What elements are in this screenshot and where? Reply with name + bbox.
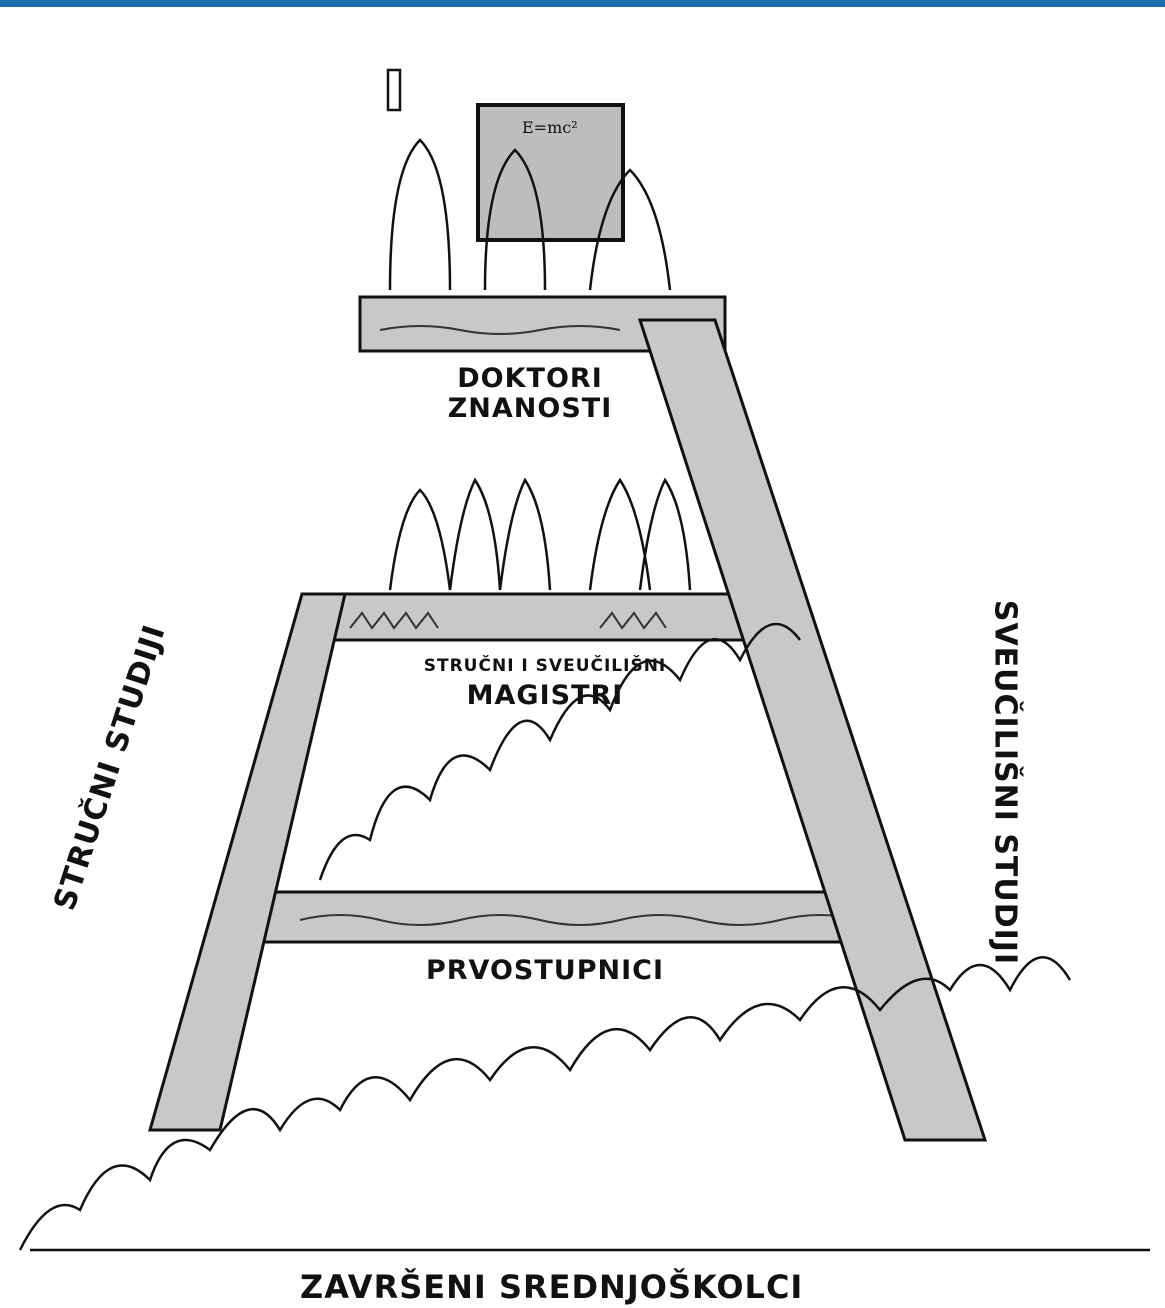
middle-crowd — [318, 622, 801, 881]
label-sveucilisni-studiji: SVEUČILIŠNI STUDIJI — [987, 599, 1023, 966]
magistri-crowd — [388, 477, 692, 591]
chalkboard — [476, 103, 625, 242]
label-magistri: MAGISTRI — [466, 680, 624, 711]
right-ladder-beam — [637, 318, 988, 1142]
top-blue-bar — [0, 0, 1165, 7]
label-zavrseni-srednjoskolci: ZAVRŠENI SREDNJOŠKOLCI — [300, 1268, 804, 1306]
formula-text: E=mc² — [522, 118, 578, 137]
middle-platform — [296, 592, 762, 642]
label-doktori-znanosti: DOKTORI ZNANOSTI — [447, 363, 613, 424]
doctors-figures — [386, 68, 672, 291]
label-strucni-i-sveucilisni: STRUČNI I SVEUČILIŠNI — [423, 656, 667, 676]
left-ladder-beam — [148, 592, 347, 1132]
bottom-crowd — [18, 956, 1150, 1252]
label-prvostupnici: PRVOSTUPNICI — [425, 955, 665, 986]
lower-platform — [246, 890, 862, 944]
